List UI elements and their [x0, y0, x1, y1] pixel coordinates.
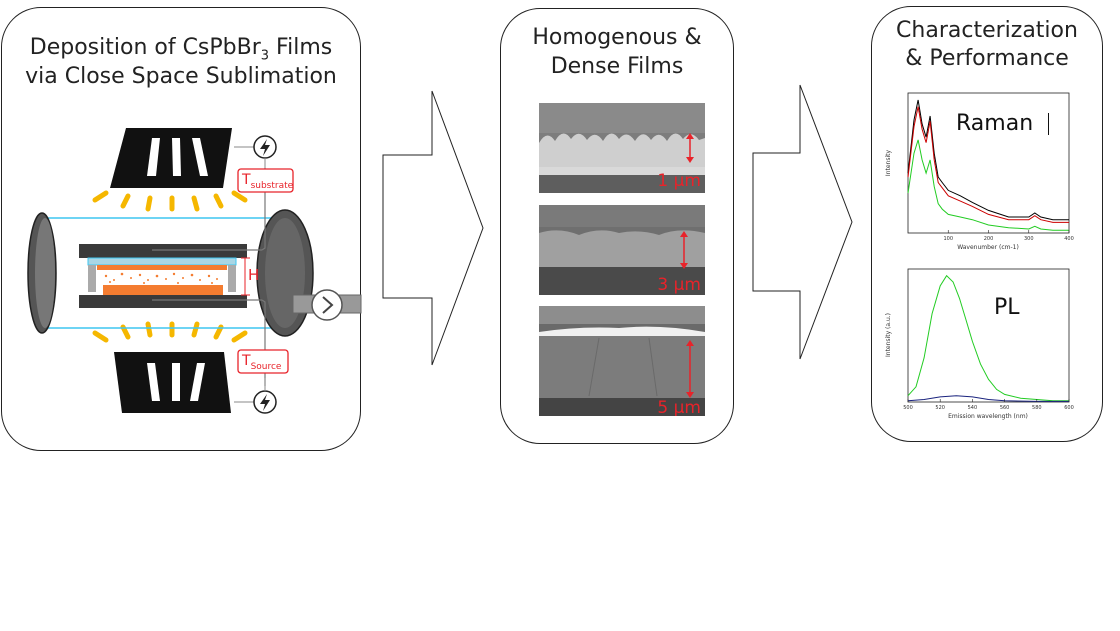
- sem-image-3um: 3 μm: [539, 205, 705, 295]
- gap-dimension: [241, 257, 250, 296]
- source-temperature-label: TSource: [242, 353, 282, 372]
- css-apparatus-diagram: [27, 128, 362, 414]
- films-panel: Homogenous & Dense Films 1 μm 3 μm: [500, 8, 734, 444]
- raman-title-marker: [1048, 113, 1049, 135]
- chart1-x-tick-label: 500: [903, 405, 913, 411]
- raman-y-label: Intensity: [885, 149, 892, 176]
- films-title-line1: Homogenous &: [532, 25, 702, 50]
- thickness-label-3: 5 μm: [657, 398, 701, 416]
- performance-panel: Characterization & Performance 100 200 300…: [871, 6, 1103, 442]
- deposition-panel: Deposition of CsPbBr3 Films via Close Sp…: [1, 7, 362, 451]
- scalebar-1um: 1 μm: [539, 103, 705, 193]
- pl-chart: 500 520 540 560 580 600 Emission wavelength (…: [885, 268, 1074, 420]
- chart0-series-1: [907, 106, 1069, 223]
- pl-x-label: Emission wavelength (nm): [948, 413, 1028, 420]
- deposition-title-line2: via Close Space Sublimation: [25, 64, 337, 89]
- substrate-temperature-label: Tsubstrate: [242, 172, 294, 191]
- chart0-x-tick-label: 200: [984, 236, 994, 242]
- power-supply-icons: [234, 135, 277, 414]
- process-arrow-2: [752, 84, 853, 360]
- chart1-x-tick-label: 580: [1032, 405, 1042, 411]
- perf-title-line1: Characterization: [896, 18, 1078, 43]
- sublimation-stack: [79, 244, 247, 308]
- substrate-temp-box: [237, 168, 294, 193]
- pl-title: PL: [994, 295, 1020, 320]
- chart0-x-tick-label: 400: [1064, 236, 1074, 242]
- chart0-x-tick-label: 300: [1024, 236, 1034, 242]
- scalebar-5um: 5 μm: [539, 306, 705, 416]
- chart1-series-1: [907, 395, 1069, 402]
- raman-title: Raman: [956, 111, 1034, 136]
- chart1-x-tick-label: 540: [968, 405, 978, 411]
- chart0-x-tick-label: 100: [943, 236, 953, 242]
- chart1-x-tick-label: 600: [1064, 405, 1074, 411]
- process-arrow-1: [382, 90, 484, 366]
- scalebar-3um: 3 μm: [539, 205, 705, 295]
- sem-image-5um: 5 μm: [539, 306, 705, 416]
- upper-heater-lamp: [92, 128, 248, 212]
- chart1-series-0: [907, 274, 1069, 402]
- gap-label: H: [248, 266, 260, 284]
- chart1-x-tick-label: 560: [1000, 405, 1010, 411]
- perf-title-line2: & Performance: [905, 46, 1069, 71]
- chart0-series-0: [907, 99, 1069, 221]
- quartz-tube: [27, 209, 362, 337]
- thickness-label-2: 3 μm: [657, 275, 701, 295]
- raman-chart: 100 200 300 400 Wavenumber (cm-1) Intensity: [885, 92, 1074, 251]
- raman-x-label: Wavenumber (cm-1): [957, 244, 1019, 251]
- chart1-x-tick-label: 520: [935, 405, 945, 411]
- thickness-label-1: 1 μm: [657, 171, 701, 191]
- deposition-title-line1: Deposition of CsPbBr3 Films: [29, 35, 333, 64]
- chart0-series-2: [907, 139, 1069, 231]
- source-temp-box: [237, 349, 289, 374]
- lower-heater-lamp: [92, 321, 248, 413]
- sem-image-1um: 1 μm: [539, 103, 705, 193]
- films-title-line2: Dense Films: [550, 54, 684, 79]
- pl-plot-frame: [907, 268, 1070, 403]
- pl-y-label: Intensity (a.u.): [885, 313, 892, 357]
